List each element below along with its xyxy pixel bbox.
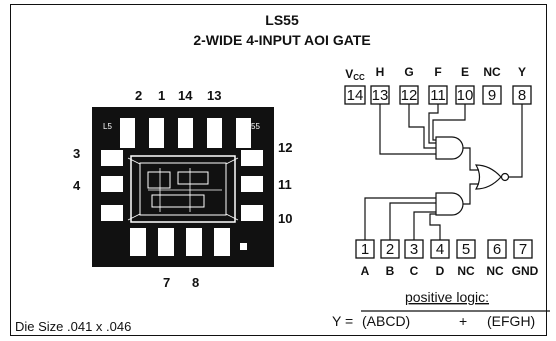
die-pin-label: 4 bbox=[73, 178, 81, 193]
die-size-label: Die Size .041 x .046 bbox=[15, 319, 131, 334]
pin-name: NC bbox=[457, 264, 475, 278]
pin-name: Y bbox=[518, 65, 526, 79]
pin-box bbox=[355, 239, 375, 259]
pin-box bbox=[456, 239, 476, 259]
pin-number: 12 bbox=[401, 87, 418, 104]
logic-schematic bbox=[364, 104, 523, 240]
die-marking-left: L5 bbox=[103, 122, 112, 131]
pin-box bbox=[344, 85, 366, 105]
figure-border bbox=[10, 4, 547, 336]
pin-name: NC bbox=[483, 65, 501, 79]
die-pin-label: 8 bbox=[192, 275, 199, 290]
pin-number: 14 bbox=[347, 87, 364, 104]
die-photo: L5 55 bbox=[92, 107, 274, 267]
pin-number: 5 bbox=[462, 241, 470, 258]
die-pin-label: 2 bbox=[135, 88, 142, 103]
chip-title: LS55 bbox=[265, 12, 299, 28]
die-pin-label: 13 bbox=[207, 88, 221, 103]
pin-name: G bbox=[404, 65, 413, 79]
and-gate-upper bbox=[435, 136, 464, 160]
pin-name: C bbox=[410, 264, 419, 278]
die-pin-label: 3 bbox=[73, 146, 80, 161]
pin-number: 4 bbox=[436, 241, 444, 258]
output-wire bbox=[508, 104, 523, 178]
die-pin-label: 12 bbox=[278, 140, 292, 155]
pin-number: 1 bbox=[361, 241, 369, 258]
pin-box bbox=[513, 239, 533, 259]
die-pin-label: 11 bbox=[278, 177, 292, 192]
pin-number: 7 bbox=[519, 241, 527, 258]
pin-name-vcc: VCC bbox=[345, 67, 365, 82]
pin-name: A bbox=[361, 264, 370, 278]
pin-number: 6 bbox=[493, 241, 501, 258]
pin-name: GND bbox=[512, 264, 539, 278]
pin-box bbox=[380, 239, 400, 259]
and-gate-lower bbox=[435, 192, 464, 216]
pin-box bbox=[430, 239, 450, 259]
logic-lhs: Y = bbox=[332, 313, 353, 329]
pin-box bbox=[404, 239, 424, 259]
pin-box bbox=[482, 85, 502, 105]
pin-box bbox=[487, 239, 507, 259]
die-pin-label: 1 bbox=[158, 88, 165, 103]
pin-number: 8 bbox=[518, 87, 526, 104]
die-marking-right: 55 bbox=[251, 122, 260, 131]
die-pin-label: 14 bbox=[178, 88, 193, 103]
pin-name: NC bbox=[486, 264, 504, 278]
pin-number: 9 bbox=[488, 87, 496, 104]
chip-subtitle: 2-WIDE 4-INPUT AOI GATE bbox=[193, 32, 370, 48]
die-pin-label: 10 bbox=[278, 211, 292, 226]
pin-number: 3 bbox=[410, 241, 418, 258]
pin-name: B bbox=[386, 264, 395, 278]
pin-number: 10 bbox=[457, 87, 474, 104]
pin-number: 11 bbox=[430, 87, 446, 104]
logic-heading: positive logic: bbox=[405, 289, 489, 305]
pin-name: H bbox=[376, 65, 385, 79]
logic-term-1: (ABCD) bbox=[362, 313, 410, 329]
nor-gate bbox=[474, 164, 502, 190]
pin-name: F bbox=[434, 65, 441, 79]
pin-name: E bbox=[461, 65, 469, 79]
nor-bubble bbox=[500, 172, 510, 182]
pin-name: D bbox=[436, 264, 445, 278]
logic-operator: + bbox=[459, 313, 467, 329]
pin-number: 13 bbox=[372, 87, 389, 104]
logic-term-2: (EFGH) bbox=[487, 313, 535, 329]
pin-number: 2 bbox=[386, 241, 394, 258]
die-pin-label: 7 bbox=[163, 275, 170, 290]
